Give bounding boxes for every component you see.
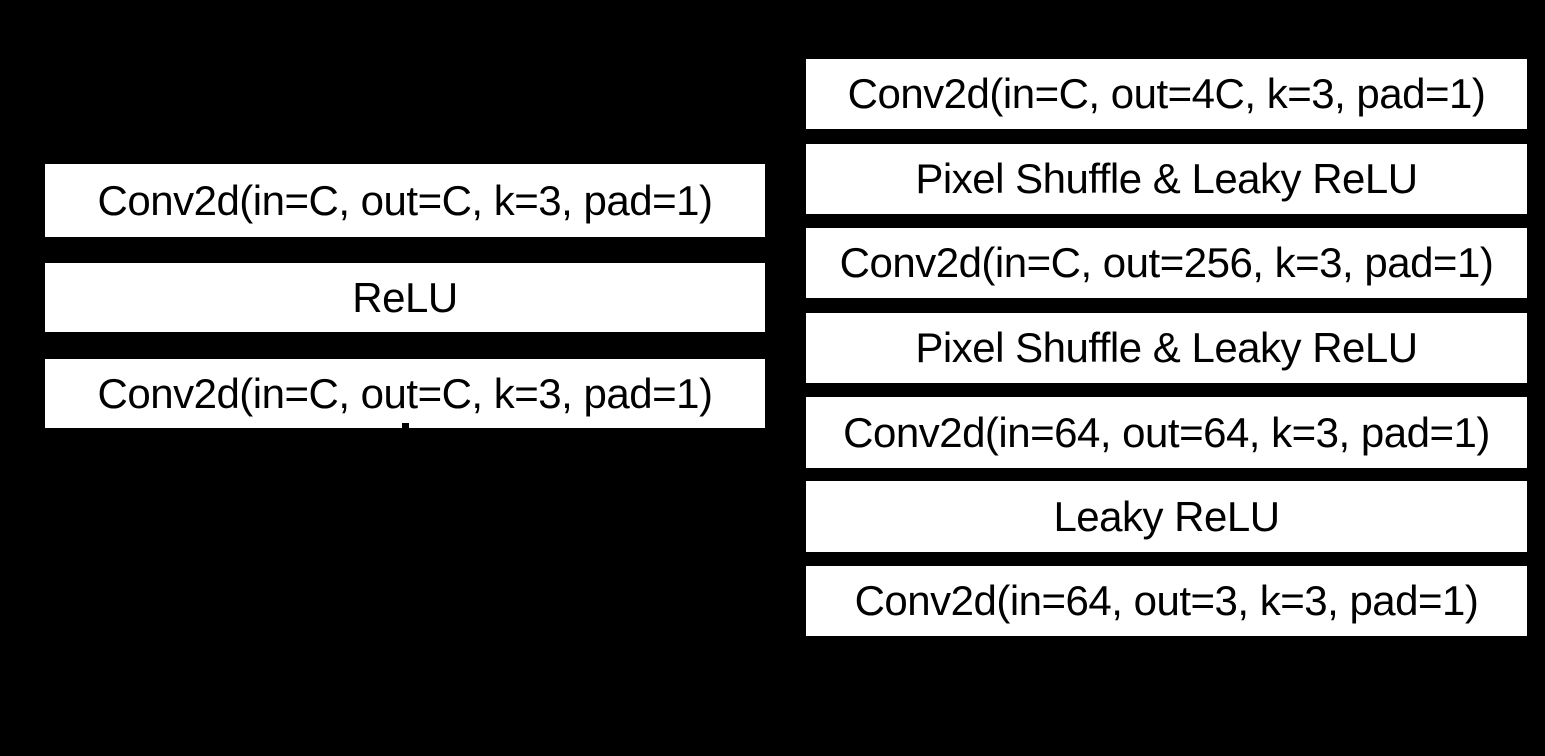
upsampler-conv4-box: Conv2d(in=64, out=3, k=3, pad=1) [806,566,1527,636]
upsampler-leakyrelu-box: Leaky ReLU [806,481,1527,552]
upsampler-pixelshuffle2-box: Pixel Shuffle & Leaky ReLU [806,313,1527,383]
residual-conv1-box: Conv2d(in=C, out=C, k=3, pad=1) [45,164,765,237]
upsampler-conv1-box: Conv2d(in=C, out=4C, k=3, pad=1) [806,59,1527,129]
residual-conv2-box: Conv2d(in=C, out=C, k=3, pad=1) [45,359,765,428]
residual-relu-box: ReLU [45,263,765,332]
upsampler-conv2-box: Conv2d(in=C, out=256, k=3, pad=1) [806,228,1527,298]
down-arrow-tip [402,423,409,433]
upsampler-conv3-box: Conv2d(in=64, out=64, k=3, pad=1) [806,397,1527,468]
upsampler-pixelshuffle1-box: Pixel Shuffle & Leaky ReLU [806,144,1527,214]
